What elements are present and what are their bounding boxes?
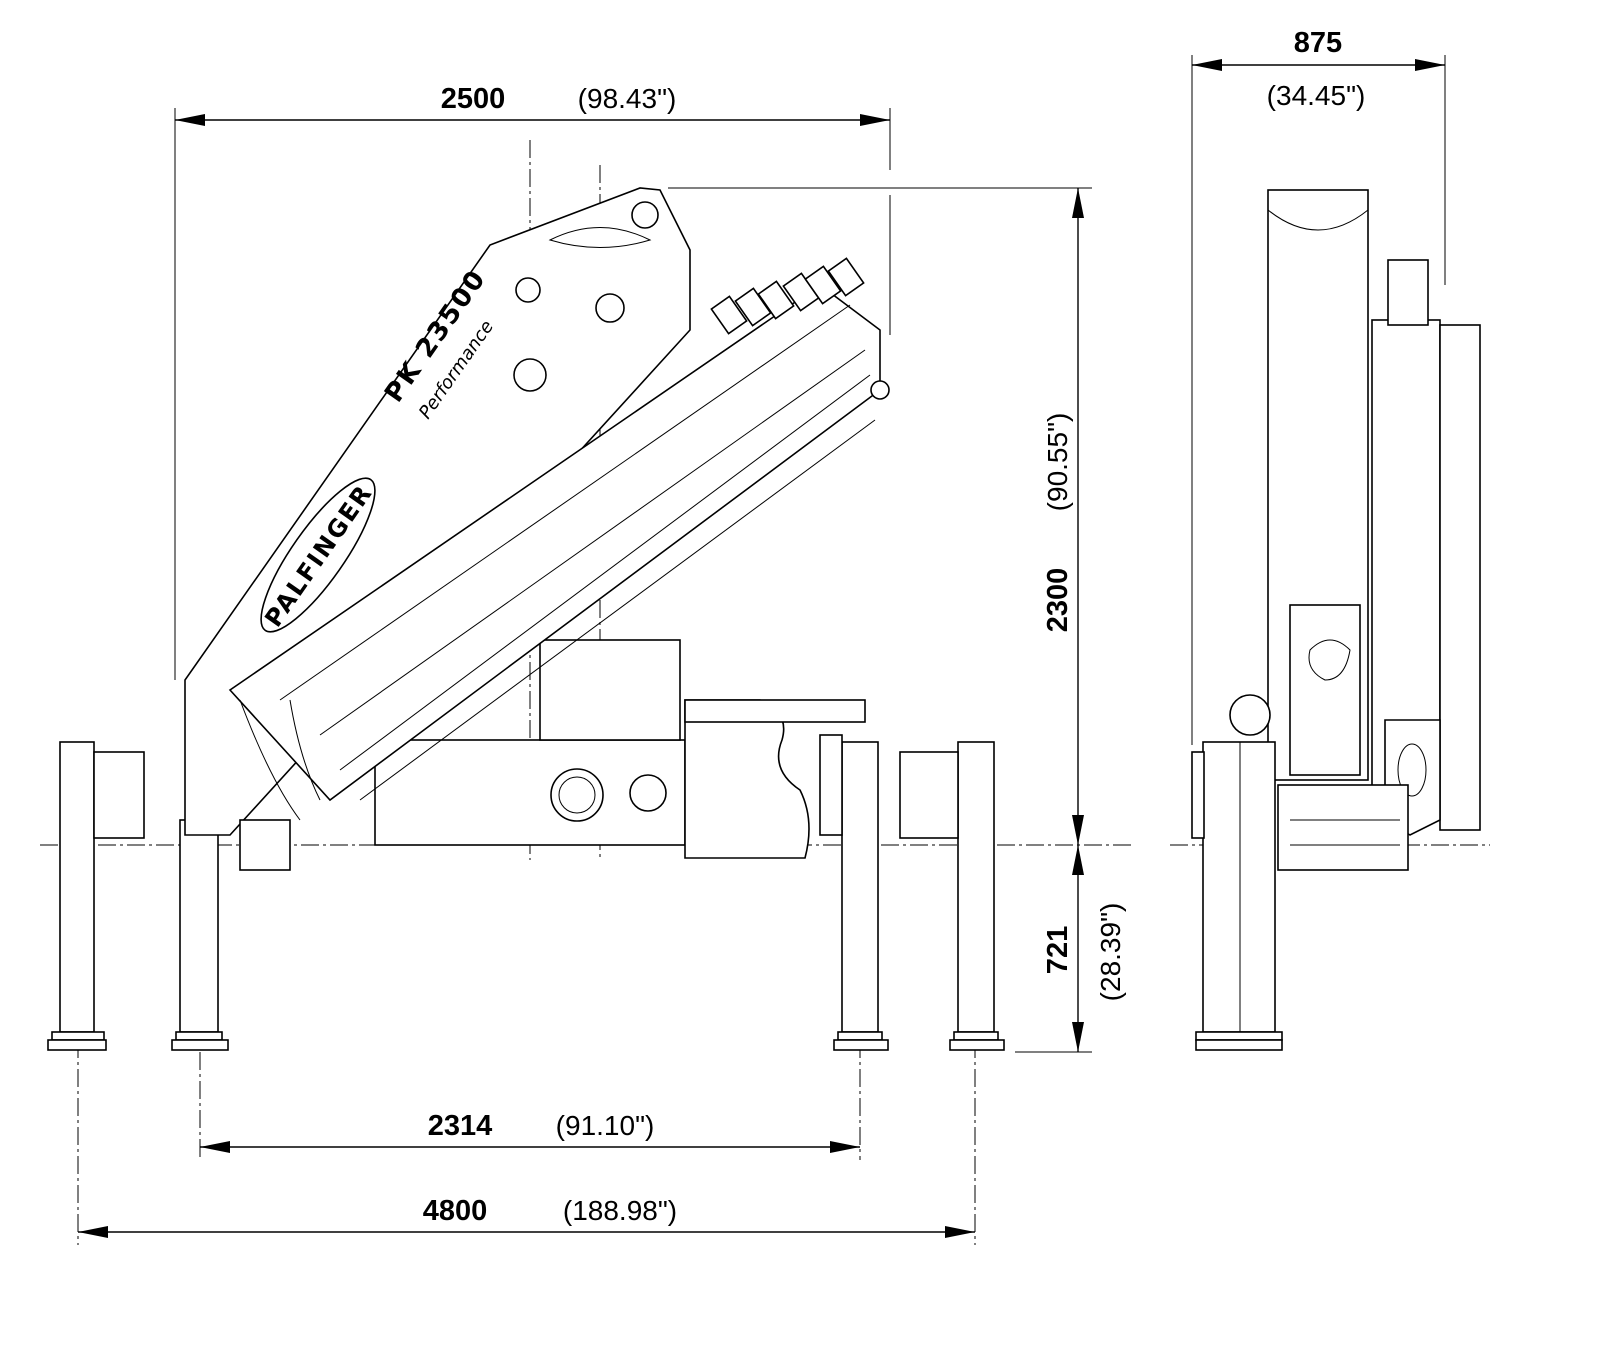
dim-value-inch: (98.43") [578, 83, 677, 114]
side-outrigger-leg [1202, 741, 1276, 1033]
dim-value-mm: 721 [1042, 926, 1074, 974]
outrigger-leg-outer-left [47, 741, 145, 1051]
dimension-outer-span: 4800 (188.98") [78, 1195, 975, 1238]
control-valve [1277, 784, 1409, 871]
outrigger-leg-inner-right [833, 741, 889, 1051]
side-view-crane [1191, 189, 1481, 1051]
oil-tank [684, 699, 810, 859]
dimension-overall-width: 2500 (98.43") [174, 83, 891, 680]
dimension-side-width: 875 (34.45") [1191, 27, 1446, 745]
boom-end-brackets [710, 257, 890, 400]
dim-value-mm: 2314 [428, 1110, 493, 1142]
dim-value-mm: 2300 [1042, 568, 1074, 633]
column [539, 639, 681, 741]
dim-value-mm: 4800 [423, 1195, 488, 1227]
dimension-height-below: 721 (28.39") [1015, 845, 1126, 1053]
outrigger-leg-inner-left [171, 819, 229, 1051]
dim-value-mm: 875 [1294, 27, 1342, 59]
dim-value-inch: (188.98") [563, 1195, 677, 1226]
dimension-height-above: 2300 (90.55") [668, 187, 1092, 845]
dim-value-mm: 2500 [441, 83, 506, 115]
outrigger-leg-outer-right [899, 741, 1005, 1051]
dim-value-inch: (28.39") [1095, 903, 1126, 1002]
dim-value-inch: (91.10") [556, 1110, 655, 1141]
dim-value-inch: (34.45") [1267, 80, 1366, 111]
front-view-crane: PALFINGER PK 23500 Performance [47, 187, 1005, 1051]
dimension-inner-span: 2314 (91.10") [200, 1110, 860, 1153]
dim-value-inch: (90.55") [1042, 413, 1073, 512]
outer-boom [228, 284, 881, 802]
